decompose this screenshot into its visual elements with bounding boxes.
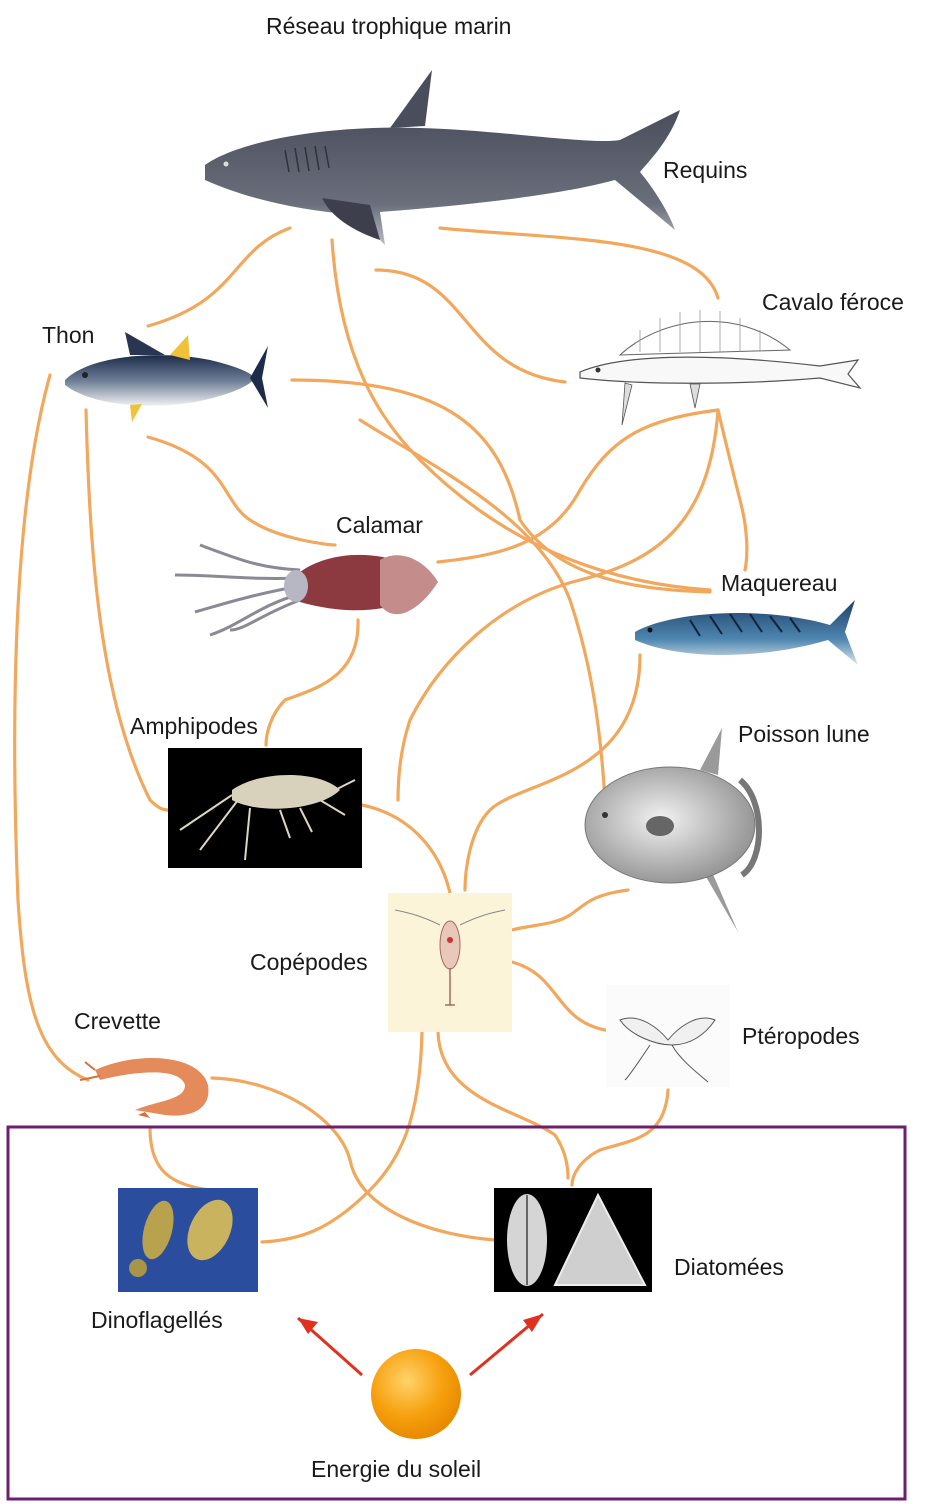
sun-energy [297, 1312, 544, 1439]
trophic-links [13, 226, 749, 1244]
label-crevette: Crevette [74, 1008, 161, 1034]
mackerel-illustration [635, 600, 858, 665]
dinoflagellates-photo [118, 1188, 258, 1292]
label-poisson-lune: Poisson lune [738, 721, 870, 747]
label-calamar: Calamar [336, 512, 423, 538]
label-diatomees: Diatomées [674, 1254, 784, 1280]
link-crevette-dinoflagelles [148, 1126, 212, 1192]
cavalo-feroce-illustration [579, 310, 862, 426]
link-requins-poissonlune [358, 418, 607, 802]
link-requins-thon [146, 226, 292, 328]
producers-frame [6, 1125, 907, 1501]
label-copepodes: Copépodes [250, 949, 368, 975]
sunfish-illustration [584, 728, 762, 932]
shark-illustration [205, 70, 680, 245]
link-requins-cavalo-2 [374, 268, 567, 384]
label-thon: Thon [42, 322, 95, 348]
link-pteropodes-diatomees [570, 1088, 670, 1187]
pteropod-illustration [606, 985, 730, 1087]
copepod-image [388, 893, 512, 1032]
tuna-illustration [65, 332, 268, 422]
link-requins-maquereau [330, 238, 712, 592]
label-cavalo-feroce: Cavalo féroce [762, 289, 904, 315]
link-requins-cavalo [438, 226, 720, 300]
label-amphipodes: Amphipodes [130, 713, 258, 739]
link-copepodes-diatomees [436, 1030, 570, 1180]
link-poissonlune-copepodes [510, 888, 630, 932]
diagram-title: Réseau trophique marin [266, 13, 512, 39]
diatoms-photo [494, 1188, 652, 1292]
label-requins: Requins [663, 157, 748, 183]
sun-icon [371, 1349, 461, 1439]
link-cavalo-maquereau [716, 408, 749, 572]
shrimp-illustration [79, 1058, 209, 1118]
link-amphipodes-copepodes [360, 803, 452, 895]
label-energie-soleil: Energie du soleil [311, 1456, 482, 1482]
label-dinoflagelles: Dinoflagellés [91, 1307, 223, 1333]
amphipod-photo [168, 748, 362, 868]
link-copepodes-dinoflagelles [260, 1030, 424, 1244]
link-crevette-diatomees [210, 1076, 497, 1242]
link-thon-maquereau [290, 378, 712, 594]
link-thon-calamar [146, 435, 337, 547]
link-maquereau-copepodes [463, 653, 642, 892]
link-thon-amphipodes [84, 408, 170, 812]
link-thon-crevette [13, 373, 90, 1082]
label-maquereau: Maquereau [721, 570, 838, 596]
link-cavalo-amphipodes [396, 408, 720, 802]
squid-illustration [174, 543, 438, 637]
link-copepodes-pteropodes [510, 960, 607, 1032]
link-calamar-amphipodes [264, 618, 360, 747]
link-cavalo-calamar [436, 408, 720, 564]
label-pteropodes: Ptéropodes [742, 1023, 860, 1049]
